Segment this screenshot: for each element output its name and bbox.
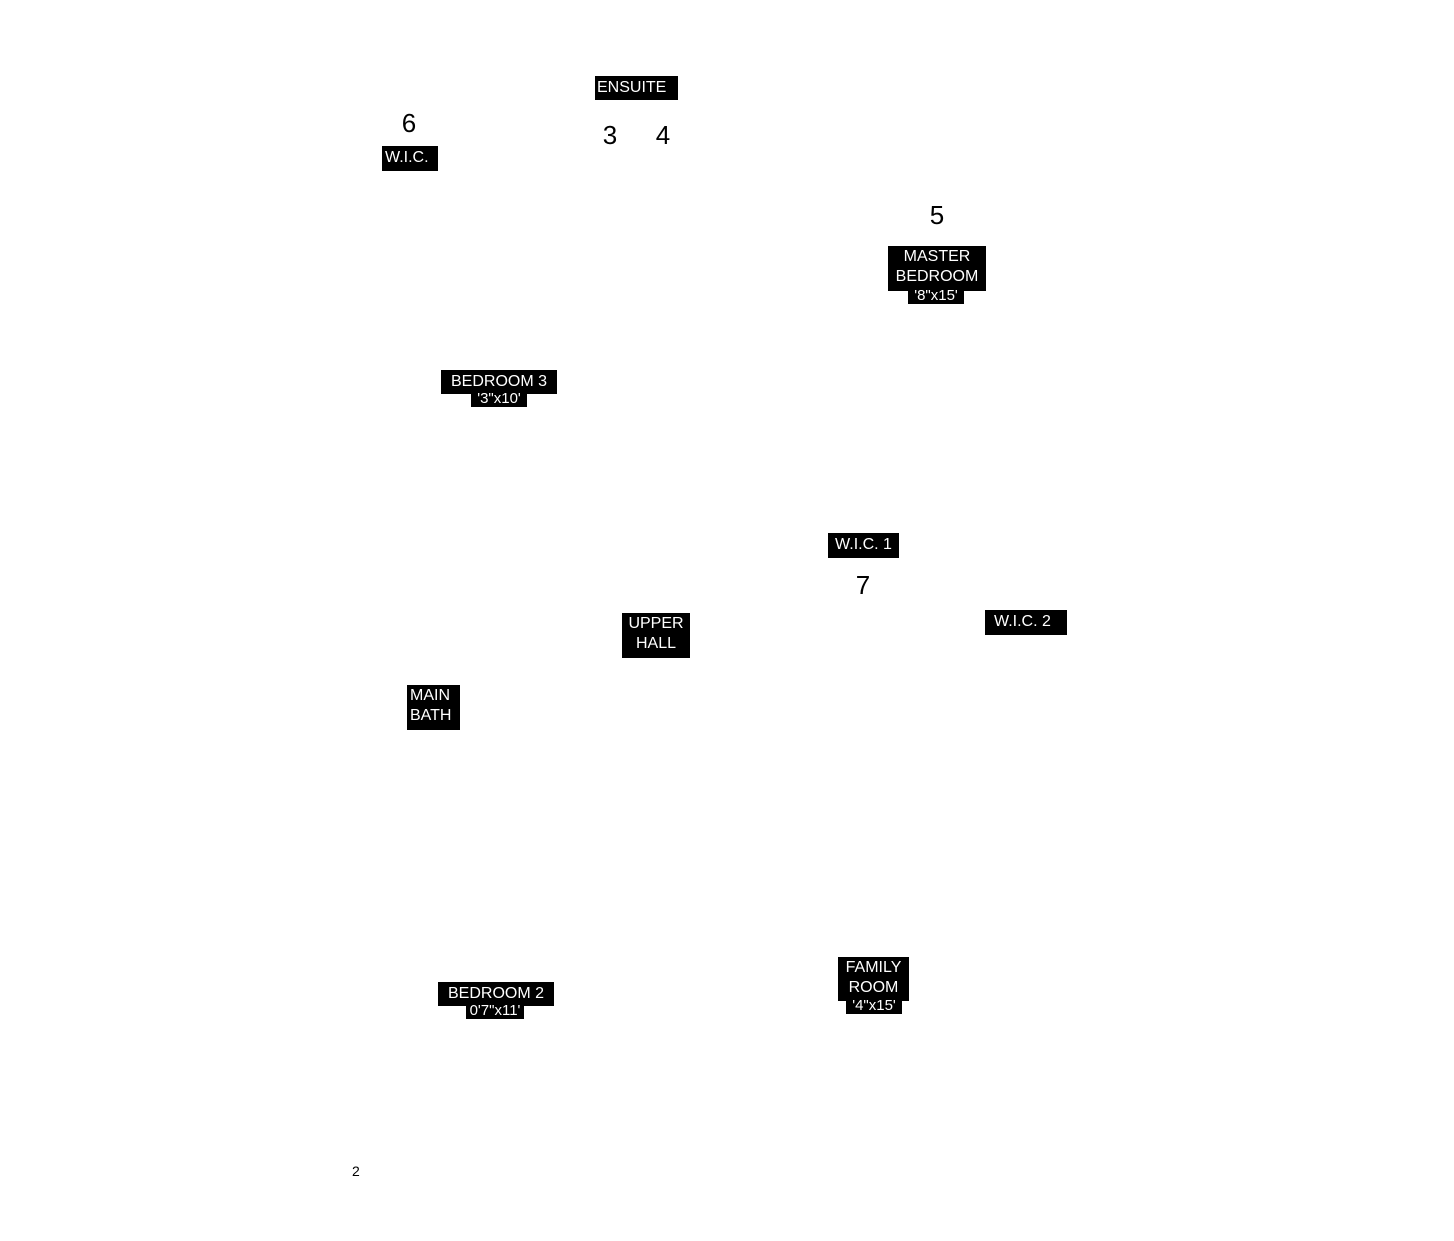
label-bedroom-2: BEDROOM 2 bbox=[438, 982, 554, 1006]
dimension-bedroom-2: 0'7"x11' bbox=[466, 1003, 524, 1019]
room-number-3: 3 bbox=[602, 120, 618, 150]
label-wic: W.I.C. bbox=[382, 146, 438, 171]
dimension-family-room: '4"x15' bbox=[846, 998, 902, 1014]
label-ensuite: ENSUITE bbox=[595, 76, 678, 100]
room-number-5: 5 bbox=[929, 200, 945, 230]
dimension-master-bedroom: '8"x15' bbox=[908, 288, 964, 304]
label-wic-1: W.I.C. 1 bbox=[828, 533, 899, 558]
label-main-bath: MAIN BATH bbox=[407, 685, 460, 730]
dimension-bedroom-3: '3"x10' bbox=[471, 391, 527, 407]
room-number-4: 4 bbox=[655, 120, 671, 150]
label-bedroom-3: BEDROOM 3 bbox=[441, 370, 557, 394]
room-number-6: 6 bbox=[401, 108, 417, 138]
room-number-7: 7 bbox=[855, 570, 871, 600]
label-family-room: FAMILY ROOM bbox=[838, 957, 909, 1001]
label-wic-2: W.I.C. 2 bbox=[985, 610, 1067, 635]
clipped-room-number: 2 bbox=[352, 1163, 360, 1179]
label-master-bedroom: MASTER BEDROOM bbox=[888, 246, 986, 291]
label-upper-hall: UPPER HALL bbox=[622, 613, 690, 658]
